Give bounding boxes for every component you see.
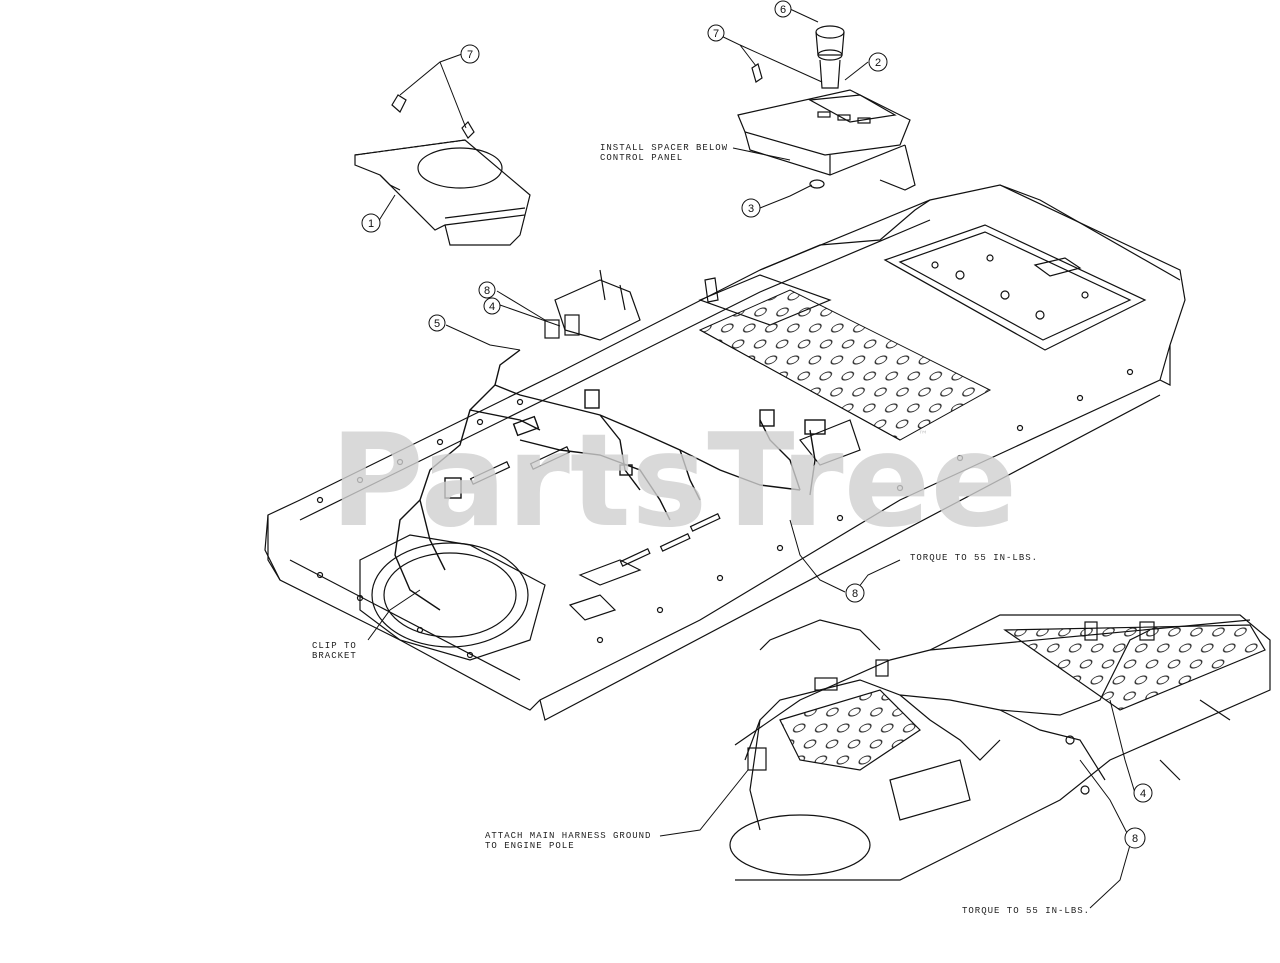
inset-detail [729, 614, 1271, 881]
svg-text:8: 8 [484, 285, 490, 297]
callout-2: 2 [868, 52, 888, 72]
svg-text:2: 2 [875, 57, 881, 69]
note-clip-bracket: CLIP TO BRACKET [312, 641, 357, 661]
watermark: PartsTree ™ [330, 407, 1017, 556]
svg-text:5: 5 [434, 318, 440, 330]
svg-text:TORQUE TO 55 IN-LBS.: TORQUE TO 55 IN-LBS. [962, 906, 1090, 916]
note-install-spacer: INSTALL SPACER BELOW CONTROL PANEL [600, 143, 728, 163]
svg-text:BRACKET: BRACKET [312, 651, 357, 661]
svg-text:7: 7 [467, 49, 473, 61]
callout-5: 5 [428, 314, 446, 332]
svg-text:TORQUE TO 55 IN-LBS.: TORQUE TO 55 IN-LBS. [910, 553, 1038, 563]
note-torque-bottom: TORQUE TO 55 IN-LBS. [962, 906, 1090, 916]
wiring-harness [394, 349, 826, 611]
svg-text:INSTALL SPACER BELOW: INSTALL SPACER BELOW [600, 143, 728, 153]
callout-3: 3 [741, 198, 761, 218]
callout-1: 1 [361, 213, 381, 233]
callout-7-right: 7 [707, 24, 725, 42]
callout-8-top: 8 [478, 281, 496, 299]
part-2-control-panel [737, 89, 916, 191]
part-7-clip [751, 63, 763, 83]
callout-7-left: 7 [460, 44, 480, 64]
svg-text:CLIP TO: CLIP TO [312, 641, 357, 651]
svg-text:6: 6 [780, 4, 786, 16]
part-6-knob [815, 25, 845, 89]
callout-4-inset: 4 [1133, 783, 1153, 803]
note-torque-top: TORQUE TO 55 IN-LBS. [910, 553, 1038, 563]
svg-text:PartsTree: PartsTree [330, 407, 1017, 556]
part-3-spacer [809, 179, 825, 189]
svg-text:ATTACH MAIN HARNESS GROUND: ATTACH MAIN HARNESS GROUND [485, 831, 651, 841]
svg-text:1: 1 [368, 218, 374, 230]
svg-text:4: 4 [489, 301, 495, 313]
callout-4-top: 4 [483, 297, 501, 315]
svg-text:8: 8 [1132, 833, 1138, 845]
leader-lines [367, 8, 1136, 909]
perforated-plate [698, 289, 992, 441]
callout-8-inset: 8 [1124, 827, 1146, 849]
callout-8-middle: 8 [845, 583, 865, 603]
svg-text:7: 7 [713, 28, 719, 40]
svg-text:CONTROL PANEL: CONTROL PANEL [600, 153, 683, 163]
note-ground: ATTACH MAIN HARNESS GROUND TO ENGINE POL… [485, 831, 651, 851]
svg-text:8: 8 [852, 588, 858, 600]
part-1-shroud [354, 94, 531, 246]
callout-6: 6 [774, 0, 792, 18]
svg-text:3: 3 [748, 203, 754, 215]
svg-text:™: ™ [918, 430, 928, 441]
svg-text:4: 4 [1140, 788, 1146, 800]
switch-bracket [544, 269, 861, 466]
main-frame [264, 184, 1186, 721]
svg-text:TO ENGINE POLE: TO ENGINE POLE [485, 841, 575, 851]
